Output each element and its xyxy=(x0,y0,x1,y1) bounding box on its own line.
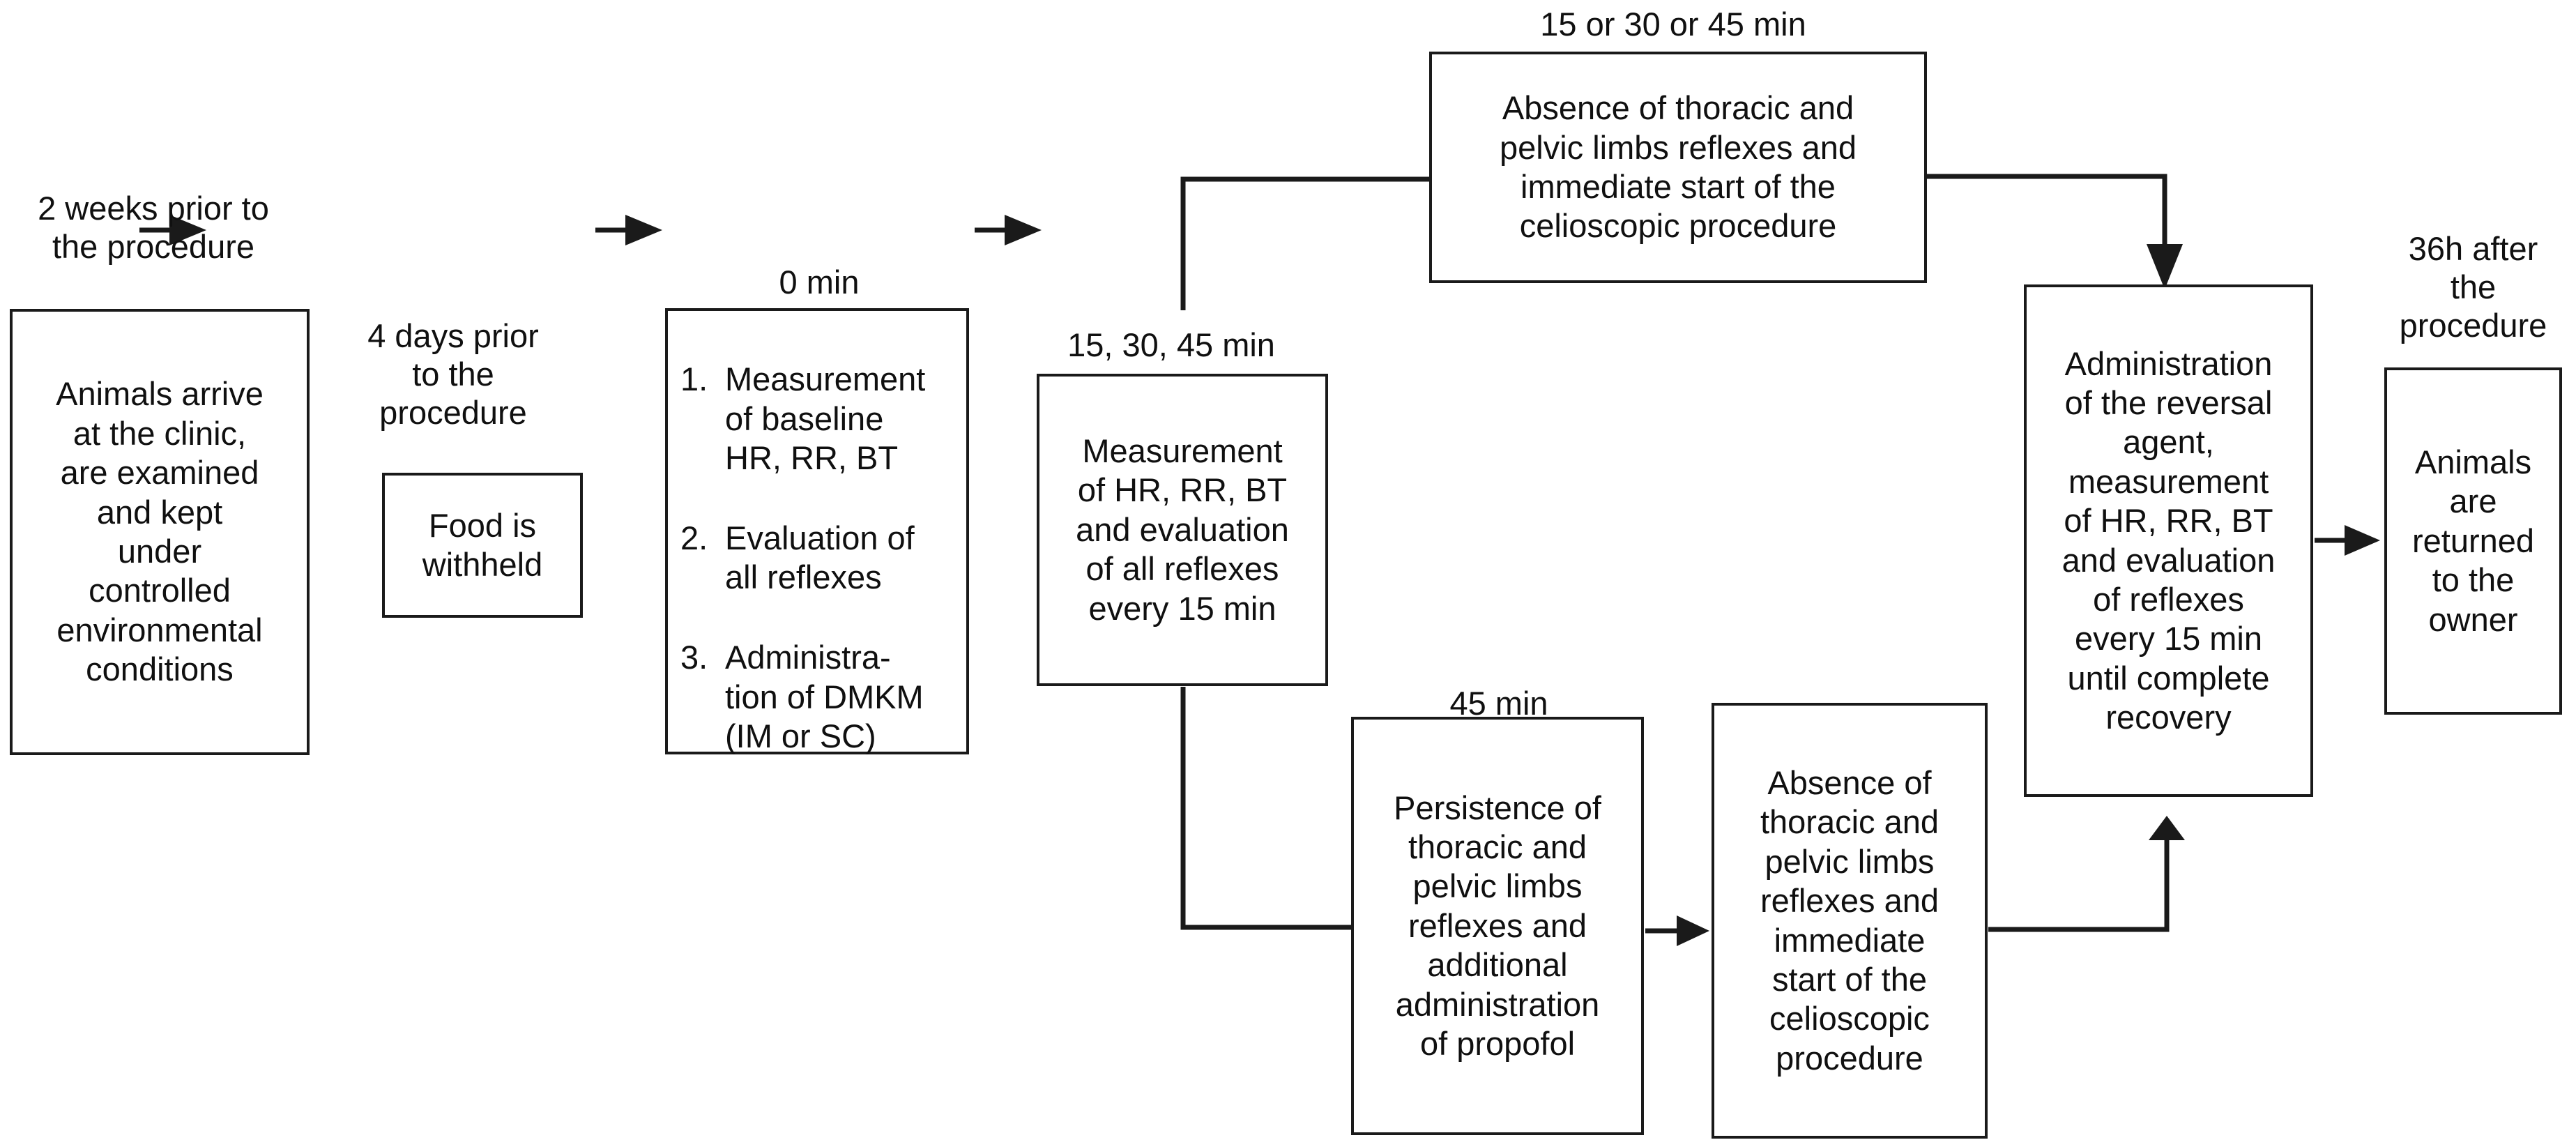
node-reversal: Administration of the reversal agent, me… xyxy=(2024,284,2313,797)
node-discharge: Animals are returned to the owner xyxy=(2384,367,2562,715)
connector-absence-top-to-reversal xyxy=(1926,174,2183,289)
caption-four-days: 4 days prior to the procedure xyxy=(367,317,539,431)
caption-two-weeks: 2 weeks prior to the procedure xyxy=(38,190,269,265)
node-baseline-steps: Measurement of baseline HR, RR, BT Evalu… xyxy=(665,308,969,754)
node-arrival: Animals arrive at the clinic, are examin… xyxy=(10,309,310,755)
baseline-step-3: Administra- tion of DMKM (IM or SC) xyxy=(680,638,924,754)
baseline-step-list: Measurement of baseline HR, RR, BT Evalu… xyxy=(679,321,925,797)
caption-fifteen-or-thirty-or-fortyfive: 15 or 30 or 45 min xyxy=(1540,6,1806,43)
connector-fasting-to-baseline xyxy=(595,215,662,245)
caption-zero-min: 0 min xyxy=(779,264,860,301)
connector-persistence-to-absence-bottom xyxy=(1645,915,1709,946)
caption-fifteen-thirty-fortyfive: 15, 30, 45 min xyxy=(1067,326,1275,363)
connector-reversal-to-discharge xyxy=(2315,525,2380,556)
connector-baseline-to-monitoring xyxy=(975,215,1042,245)
node-absence-top: Absence of thoracic and pelvic limbs ref… xyxy=(1429,52,1927,283)
node-absence-bottom: Absence of thoracic and pelvic limbs ref… xyxy=(1712,703,1988,1139)
caption-fortyfive-min: 45 min xyxy=(1449,685,1548,722)
node-persistence: Persistence of thoracic and pelvic limbs… xyxy=(1351,717,1644,1135)
node-fasting: Food is withheld xyxy=(382,473,583,618)
connector-absence-bottom-to-reversal xyxy=(1988,816,2185,932)
baseline-step-1: Measurement of baseline HR, RR, BT xyxy=(680,360,926,477)
baseline-step-2: Evaluation of all reflexes xyxy=(680,519,915,596)
node-monitoring: Measurement of HR, RR, BT and evaluation… xyxy=(1037,374,1328,686)
caption-thirtysix-hours: 36h after the procedure xyxy=(2399,230,2547,344)
